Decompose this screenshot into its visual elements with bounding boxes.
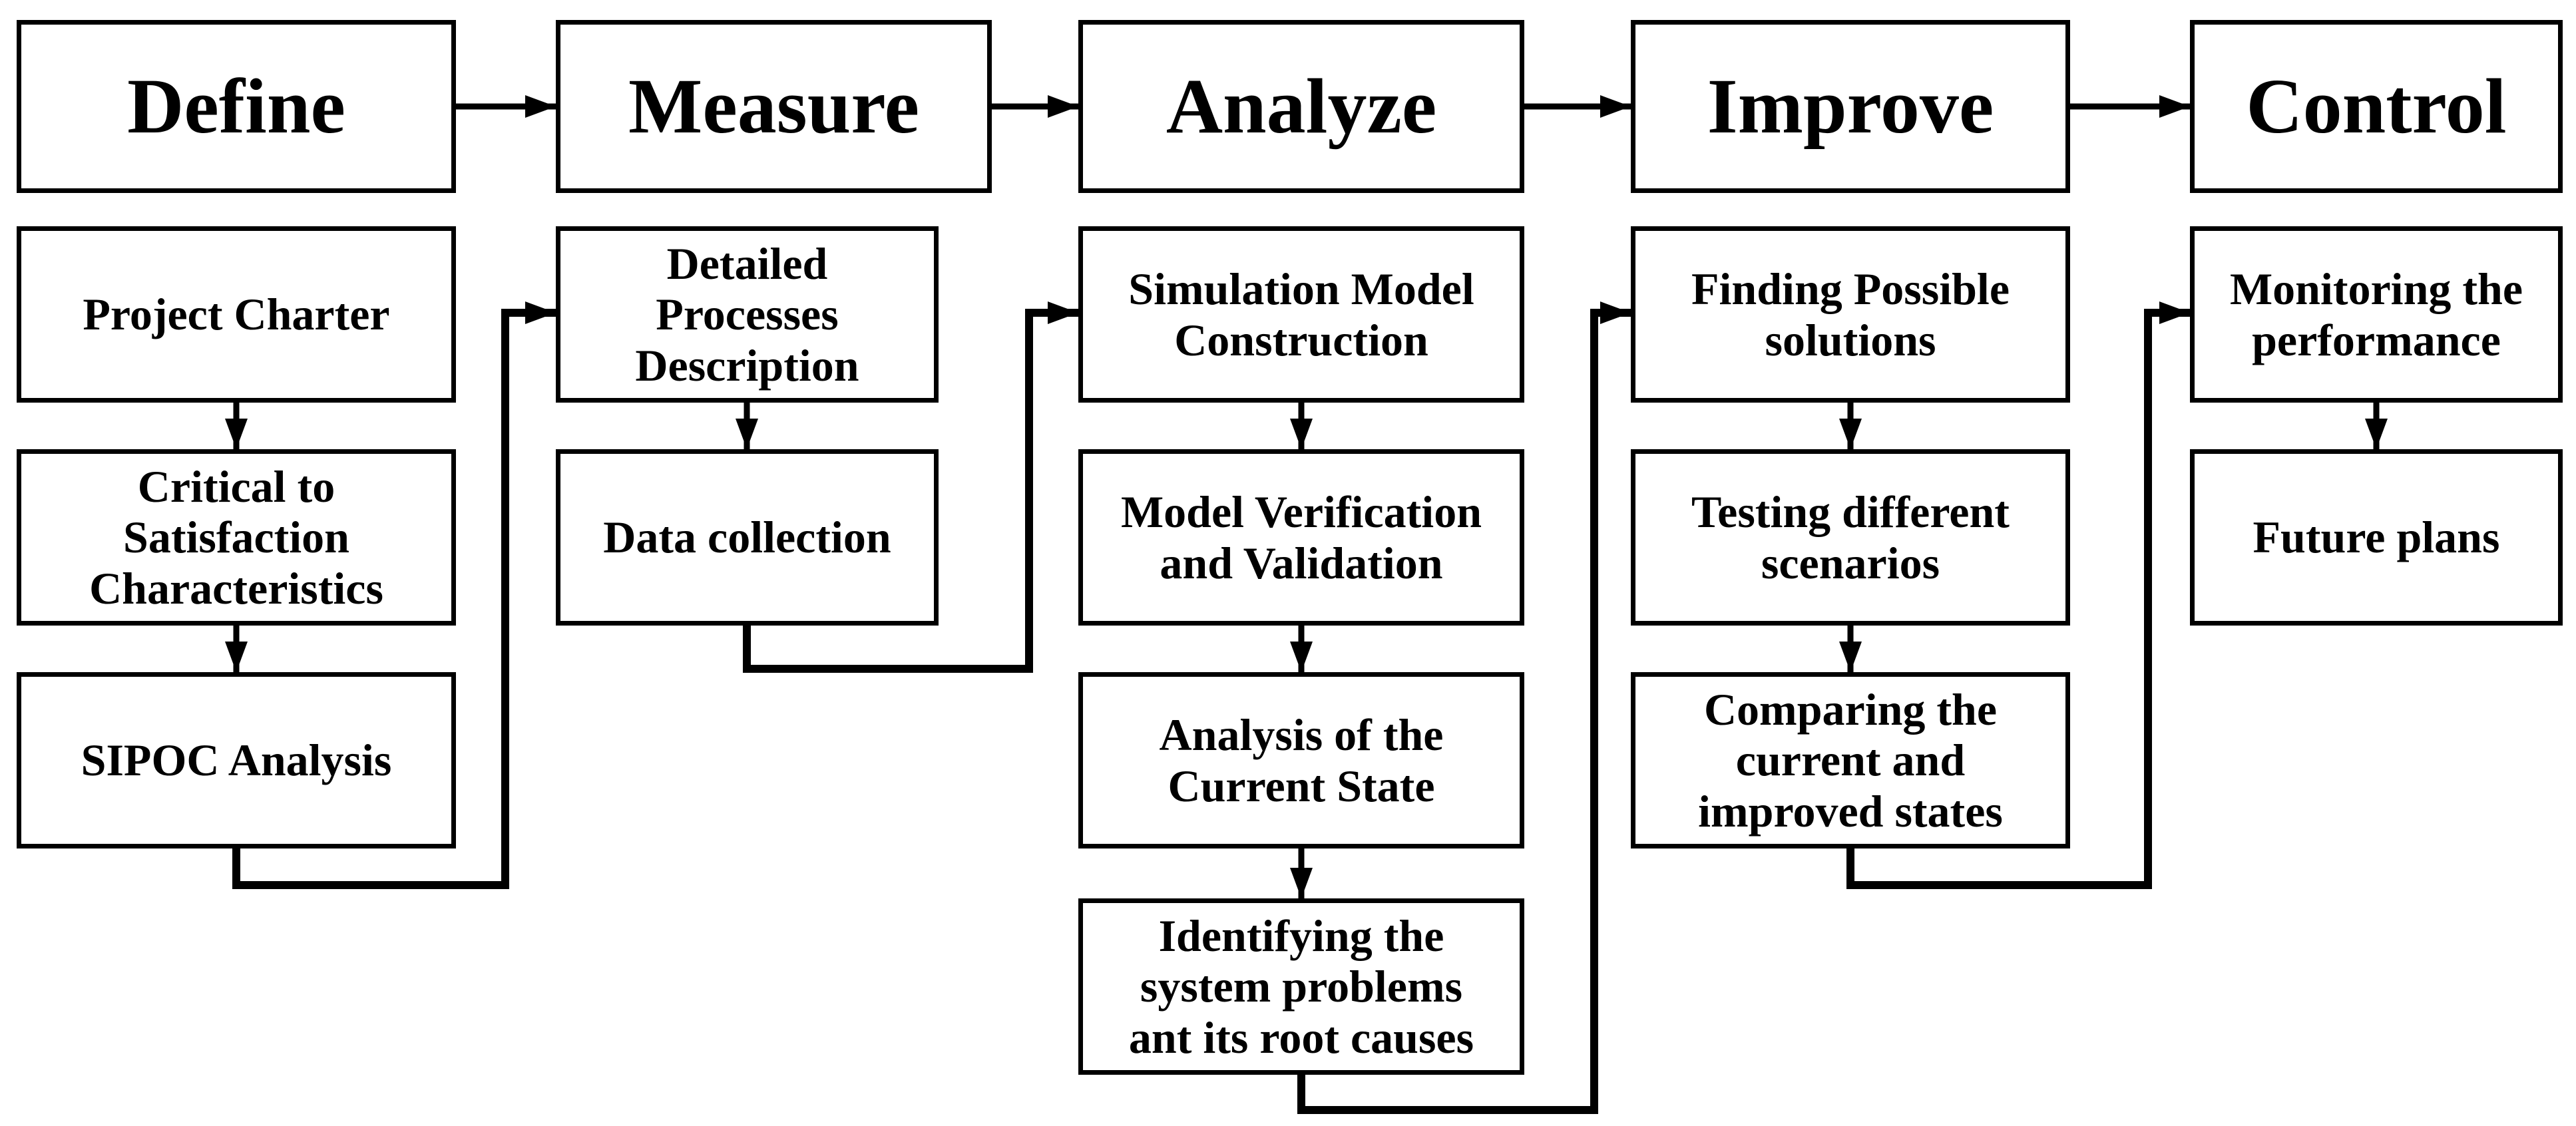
step-analysis-current-state: Analysis of the Current State [1078, 672, 1524, 848]
step-sipoc-analysis: SIPOC Analysis [17, 672, 456, 848]
step-testing-scenarios: Testing different scenarios [1631, 449, 2070, 626]
step-future-plans: Future plans [2190, 449, 2563, 626]
step-identifying-problems: Identifying the system problems ant its … [1078, 898, 1524, 1075]
step-detailed-processes: Detailed Processes Description [556, 226, 939, 403]
phase-header-define: Define [17, 20, 456, 193]
step-finding-solutions: Finding Possible solutions [1631, 226, 2070, 403]
step-data-collection: Data collection [556, 449, 939, 626]
phase-header-improve: Improve [1631, 20, 2070, 193]
phase-header-control: Control [2190, 20, 2563, 193]
step-monitoring-performance: Monitoring the performance [2190, 226, 2563, 403]
step-project-charter: Project Charter [17, 226, 456, 403]
step-comparing-states: Comparing the current and improved state… [1631, 672, 2070, 848]
step-model-verification: Model Verification and Validation [1078, 449, 1524, 626]
phase-header-measure: Measure [556, 20, 992, 193]
step-critical-to-satisfaction: Critical to Satisfaction Characteristics [17, 449, 456, 626]
phase-header-analyze: Analyze [1078, 20, 1524, 193]
step-simulation-model: Simulation Model Construction [1078, 226, 1524, 403]
